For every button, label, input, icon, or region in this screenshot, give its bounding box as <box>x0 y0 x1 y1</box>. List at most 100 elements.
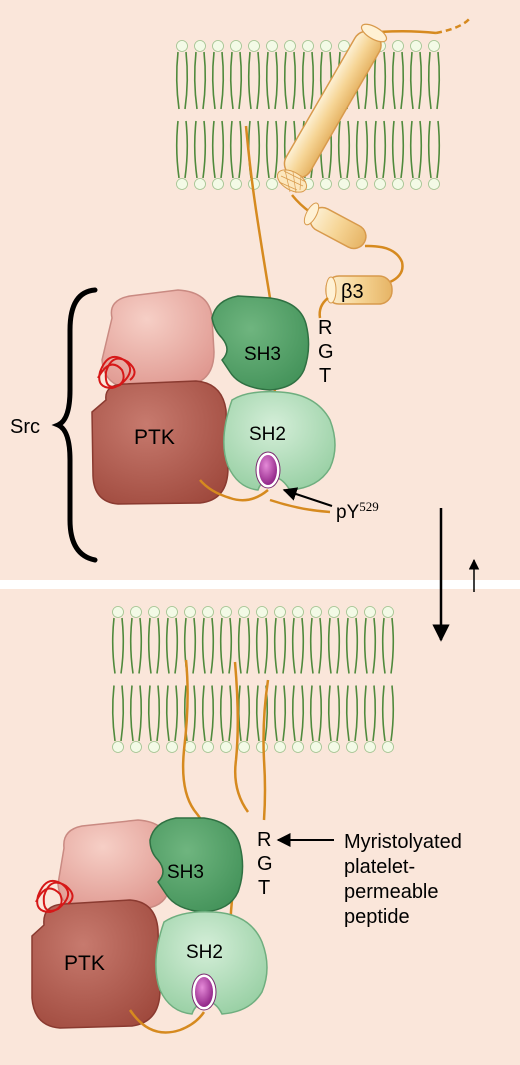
lipid-tail <box>175 51 189 110</box>
lipid-head <box>382 606 394 618</box>
lipid-head <box>266 40 278 52</box>
lipid-head <box>176 178 188 190</box>
cytoplasmic-helix <box>303 202 367 250</box>
lipid-tail <box>147 685 161 742</box>
lipid-head <box>148 741 160 753</box>
sh3-domain <box>149 817 244 913</box>
py-label: pY529 <box>336 499 379 523</box>
lipid-head <box>202 606 214 618</box>
rgt-r-bottom: R <box>257 829 271 851</box>
beta3-label: β3 <box>341 281 364 303</box>
alpha-c-helix-coil <box>35 880 74 914</box>
phosphotyrosine-529 <box>195 977 213 1007</box>
lipid-tail <box>381 685 395 742</box>
lipid-head <box>410 178 422 190</box>
lipid-head <box>392 40 404 52</box>
lipid-tail <box>363 685 377 742</box>
lipid-tail <box>111 617 125 674</box>
lipid-head <box>428 178 440 190</box>
lipid-tail <box>291 617 305 674</box>
lipid-tail <box>129 685 143 742</box>
lipid-head <box>320 178 332 190</box>
lipid-tail <box>301 51 315 110</box>
lipid-tail <box>201 617 215 674</box>
lipid-head <box>212 40 224 52</box>
alpha-c-helix-coil <box>97 356 136 390</box>
lipid-tail <box>129 617 143 674</box>
lipid-head <box>194 40 206 52</box>
lipid-head <box>382 741 394 753</box>
lipid-tail <box>219 617 233 674</box>
peptide-label-line-1: Myristolyated <box>344 831 462 853</box>
lipid-tail <box>193 120 207 179</box>
sh3-label-bottom: SH3 <box>167 862 204 883</box>
lipid-tail <box>229 51 243 110</box>
lipid-head <box>248 40 260 52</box>
lipid-head <box>194 178 206 190</box>
lipid-tail <box>391 51 405 110</box>
lipid-tail <box>175 120 189 179</box>
lipid-head <box>292 606 304 618</box>
src-kinase-bottom <box>31 817 268 1034</box>
lipid-tail <box>427 51 441 110</box>
sh3-domain <box>211 295 310 391</box>
rgt-g-bottom: G <box>257 853 273 875</box>
lipid-head <box>238 741 250 753</box>
peptide-label-line-4: peptide <box>344 906 410 928</box>
src-kinase-top <box>91 289 336 514</box>
lipid-tail <box>201 685 215 742</box>
lipid-head <box>328 741 340 753</box>
lipid-tail <box>229 120 243 179</box>
lipid-head <box>130 606 142 618</box>
lipid-head <box>364 606 376 618</box>
lipid-head <box>310 741 322 753</box>
lipid-tail <box>427 120 441 179</box>
lipid-tail <box>373 120 387 179</box>
sh2-label-top: SH2 <box>249 424 286 445</box>
lipid-head <box>328 606 340 618</box>
sh2-domain <box>155 910 268 1015</box>
lipid-tail <box>273 685 287 742</box>
lipid-head <box>184 741 196 753</box>
lipid-head <box>176 40 188 52</box>
lipid-tail <box>219 685 233 742</box>
lipid-head <box>256 741 268 753</box>
rgt-r-top: R <box>318 317 332 339</box>
ptk-label-top: PTK <box>134 426 175 449</box>
lipid-head <box>392 178 404 190</box>
lipid-tail <box>309 685 323 742</box>
sh3-label-top: SH3 <box>244 344 281 365</box>
phosphotyrosine-529 <box>259 455 277 485</box>
lipid-tail <box>211 51 225 110</box>
lipid-head <box>112 741 124 753</box>
lipid-tail <box>327 685 341 742</box>
lipid-tail <box>355 120 369 179</box>
lipid-tail <box>165 617 179 674</box>
lipid-tail <box>291 685 305 742</box>
lipid-tail <box>255 617 269 674</box>
integrin-beta3 <box>276 17 471 319</box>
lipid-tail <box>211 120 225 179</box>
py529-arrow <box>282 487 333 507</box>
lipid-tail <box>327 617 341 674</box>
lipid-head <box>112 606 124 618</box>
rgt-t-bottom: T <box>258 877 270 899</box>
lipid-tail <box>345 617 359 674</box>
lipid-tail <box>391 120 405 179</box>
lipid-tail <box>337 120 351 179</box>
lipid-head <box>284 40 296 52</box>
lipid-head <box>410 40 422 52</box>
lipid-head <box>238 606 250 618</box>
lipid-head <box>148 606 160 618</box>
peptide-chain <box>262 679 270 821</box>
lipid-head <box>274 741 286 753</box>
top-panel-background <box>0 0 520 580</box>
lipid-head <box>374 178 386 190</box>
lipid-tail <box>147 617 161 674</box>
lipid-tail <box>111 685 125 742</box>
lipid-head <box>184 606 196 618</box>
lipid-head <box>230 178 242 190</box>
lipid-tail <box>265 120 279 179</box>
